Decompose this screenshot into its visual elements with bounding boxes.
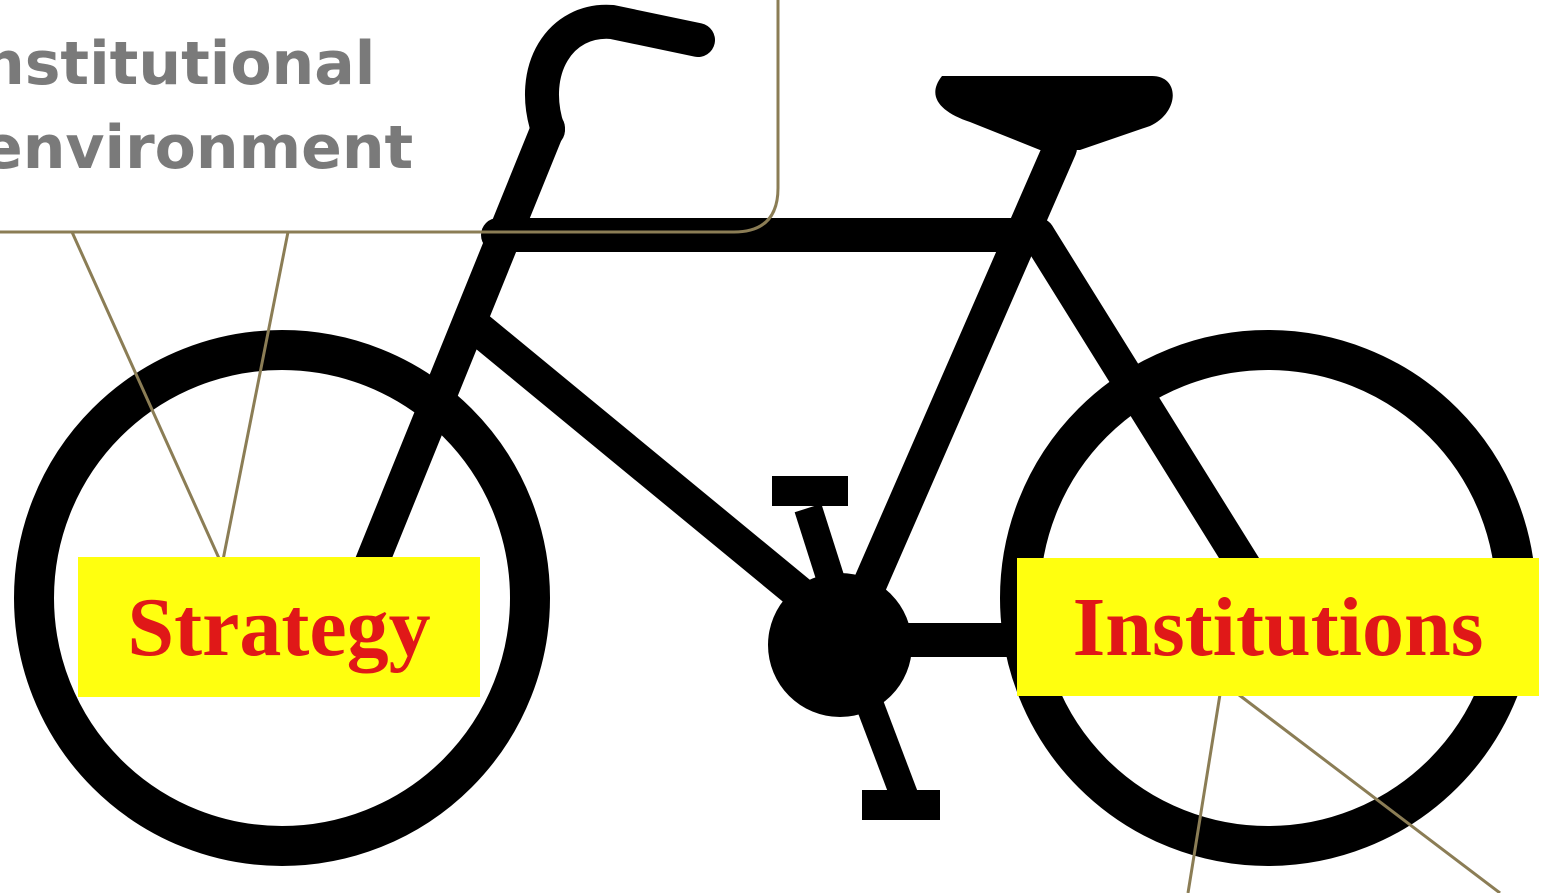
callout-box xyxy=(0,0,780,234)
crank-arm-lower xyxy=(854,695,918,800)
callout-text-line-1: nstitutional xyxy=(0,29,376,99)
left-wheel-rim xyxy=(14,330,550,866)
saddle xyxy=(935,76,1173,150)
left-wheel xyxy=(14,330,550,866)
pedal-lower xyxy=(862,790,940,820)
callout-text-line-2: environment xyxy=(0,113,414,183)
institutions-label: Institutions xyxy=(1017,558,1539,696)
strategy-label: Strategy xyxy=(78,557,480,697)
down-tube xyxy=(453,305,855,642)
front-fork xyxy=(351,111,565,589)
crank-arm-upper xyxy=(794,503,864,645)
seat-stay xyxy=(1021,218,1279,612)
crankset xyxy=(768,476,940,820)
pedal-upper xyxy=(772,476,848,506)
bicycle-frame xyxy=(351,111,1279,657)
chainring xyxy=(768,573,912,717)
handlebar xyxy=(525,4,715,147)
